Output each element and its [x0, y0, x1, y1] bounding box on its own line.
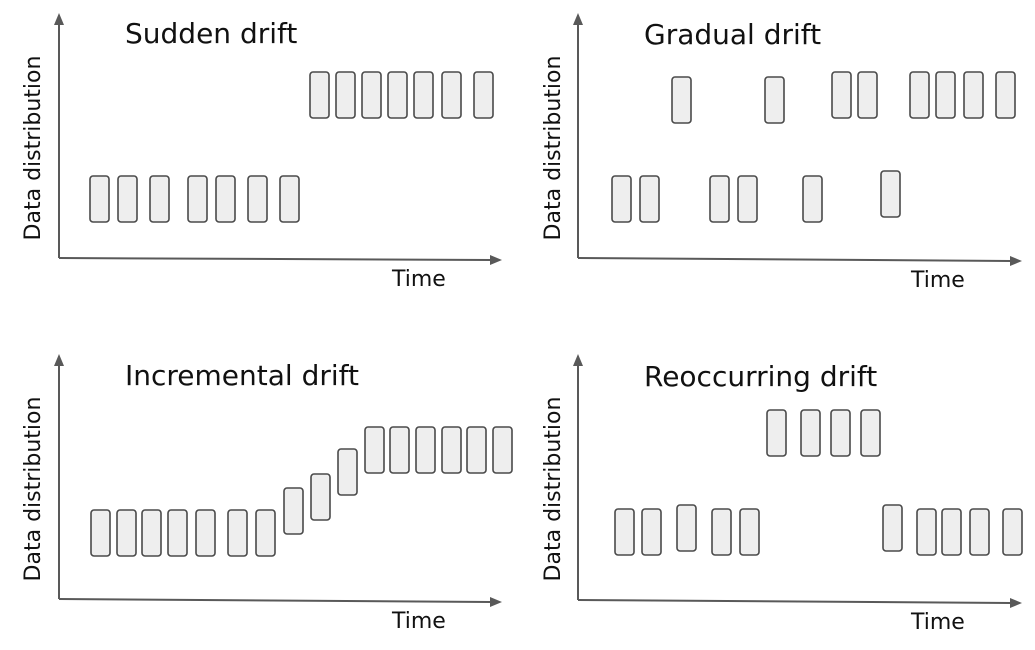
y-axis-arrow [573, 13, 583, 25]
data-block [857, 71, 878, 119]
data-block [466, 426, 487, 474]
data-block [195, 509, 216, 557]
data-block [89, 175, 110, 223]
x-axis [577, 257, 1012, 262]
data-block [831, 71, 852, 119]
x-axis-label: Time [391, 267, 446, 292]
data-block [916, 508, 937, 556]
y-axis-label: Data distribution [21, 397, 46, 582]
y-axis-arrow [573, 354, 583, 366]
y-axis-arrow [54, 13, 64, 25]
panel-title: Sudden drift [125, 17, 297, 50]
x-axis-label: Time [910, 268, 965, 293]
data-block [335, 71, 356, 119]
data-block [117, 175, 138, 223]
data-block [676, 504, 697, 552]
data-block [641, 508, 662, 556]
data-block [880, 170, 901, 218]
data-block [473, 71, 494, 119]
data-block [337, 448, 358, 496]
data-block [149, 175, 170, 223]
y-axis-label: Data distribution [541, 397, 566, 582]
data-block [1002, 508, 1023, 556]
data-block [882, 504, 903, 552]
data-block [441, 71, 462, 119]
data-block [279, 175, 300, 223]
x-axis [58, 257, 492, 261]
panel-sudden-drift: Sudden drift Data distribution Time [21, 13, 502, 292]
data-block [639, 175, 660, 223]
data-block [441, 426, 462, 474]
data-block [187, 175, 208, 223]
data-block [141, 509, 162, 557]
y-axis-label: Data distribution [541, 56, 566, 241]
data-block [215, 175, 236, 223]
data-block [255, 509, 276, 557]
data-block [389, 426, 410, 474]
data-block [766, 409, 787, 457]
data-block [995, 71, 1016, 119]
data-block [737, 175, 758, 223]
data-block [709, 175, 730, 223]
data-block [413, 71, 434, 119]
x-axis-label: Time [391, 609, 446, 634]
x-axis-label: Time [910, 610, 965, 635]
x-axis-arrow [490, 255, 502, 265]
data-block [671, 76, 692, 124]
data-block [309, 71, 330, 119]
data-block [310, 473, 331, 521]
x-axis-arrow [1010, 256, 1022, 266]
data-block [739, 508, 760, 556]
data-block [800, 409, 821, 457]
data-block [611, 175, 632, 223]
data-block [860, 409, 881, 457]
data-block [614, 508, 635, 556]
data-block [116, 509, 137, 557]
data-block [969, 508, 990, 556]
panel-title: Gradual drift [644, 18, 821, 51]
data-block [909, 71, 930, 119]
data-block [764, 76, 785, 124]
data-block [167, 509, 188, 557]
data-block [387, 71, 408, 119]
panel-reoccurring-drift: Reoccurring drift Data distribution Time [541, 354, 1023, 635]
data-block [90, 509, 111, 557]
panel-title: Incremental drift [125, 359, 359, 392]
y-axis-arrow [54, 354, 64, 366]
x-axis-arrow [490, 597, 502, 607]
panel-title: Reoccurring drift [644, 360, 877, 393]
data-block [935, 71, 956, 119]
data-block [711, 508, 732, 556]
data-block [830, 409, 851, 457]
data-block [941, 508, 962, 556]
data-block [364, 426, 385, 474]
x-axis [58, 598, 492, 603]
data-block [492, 426, 513, 474]
x-axis-arrow [1010, 598, 1022, 608]
panel-incremental-drift: Incremental drift Data distribution Time [21, 354, 513, 634]
data-block [963, 71, 984, 119]
y-axis-label: Data distribution [21, 56, 46, 241]
data-block [227, 509, 248, 557]
data-block [415, 426, 436, 474]
data-block [361, 71, 382, 119]
data-block [247, 175, 268, 223]
data-block [802, 175, 823, 223]
data-block [283, 487, 304, 535]
panel-gradual-drift: Gradual drift Data distribution Time [541, 13, 1022, 293]
x-axis [577, 599, 1012, 604]
